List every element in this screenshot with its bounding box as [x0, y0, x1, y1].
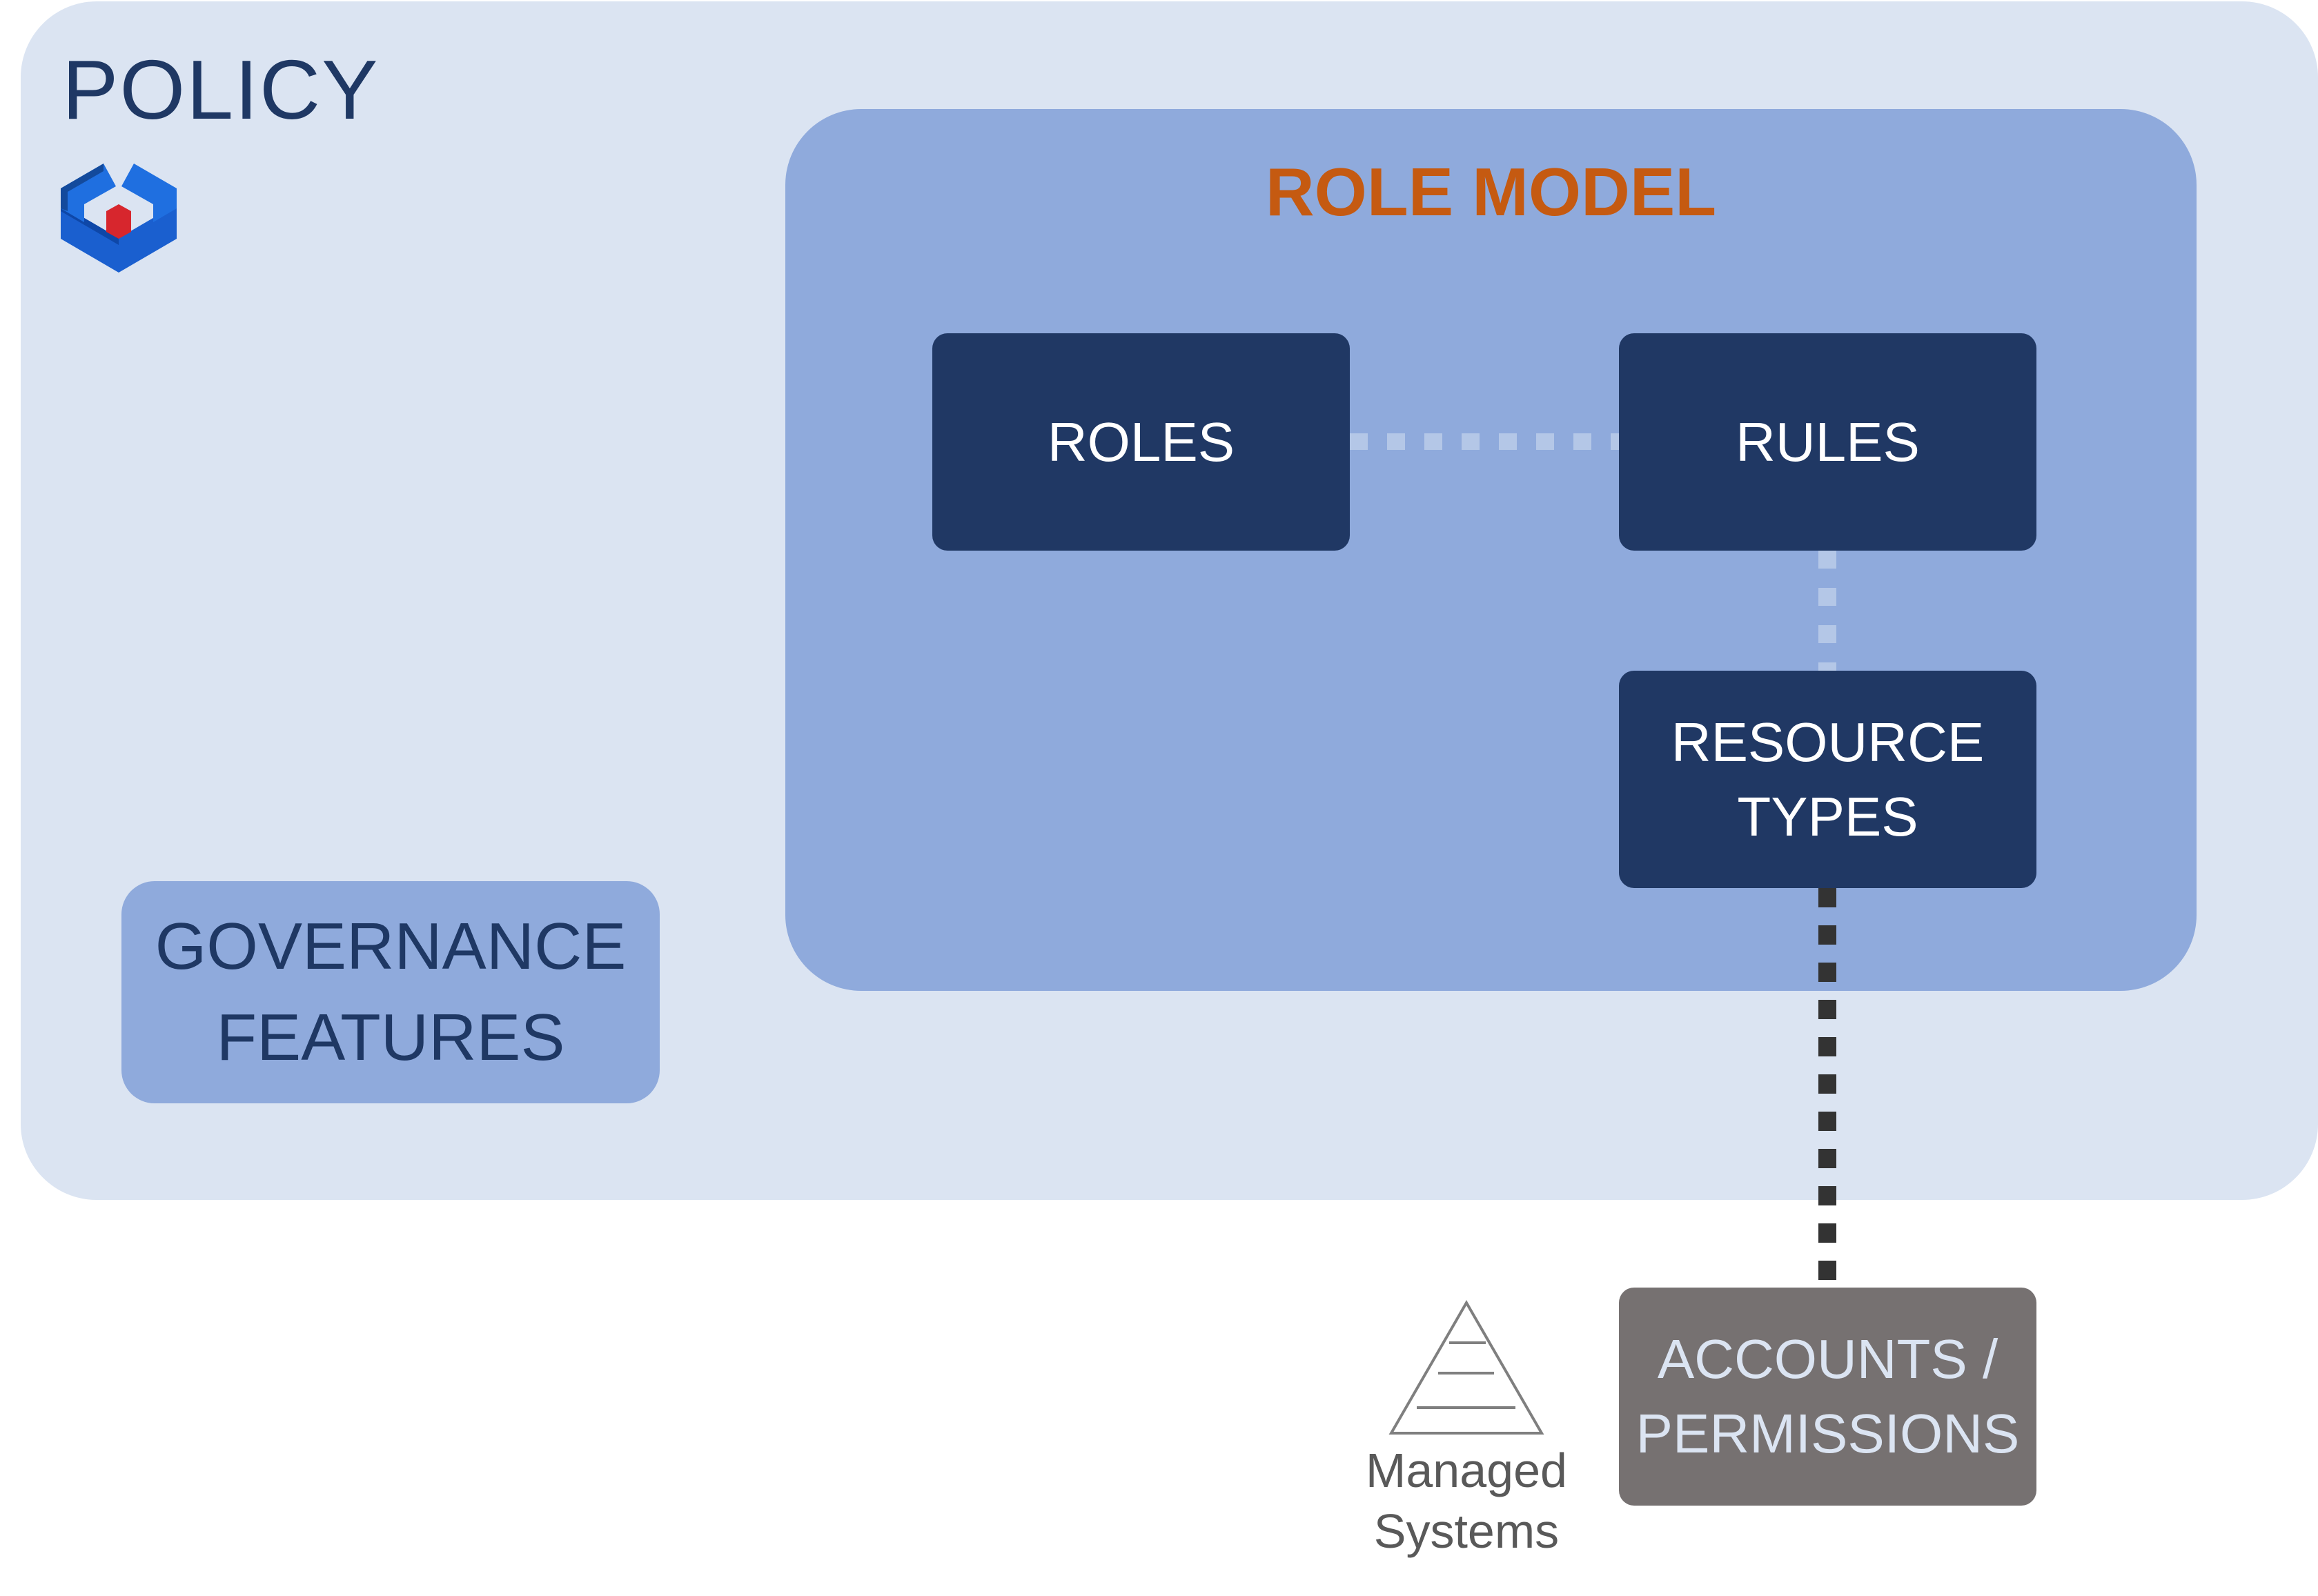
managed-systems-line2: Systems — [1373, 1504, 1560, 1558]
managed-systems-label: Managed Systems — [1332, 1441, 1601, 1561]
resource-types-box: RESOURCE TYPES — [1619, 671, 2036, 888]
rules-label: RULES — [1736, 411, 1920, 473]
policy-title: POLICY — [62, 43, 380, 137]
pyramid-icon — [1388, 1299, 1544, 1435]
governance-label-line2: FEATURES — [216, 1001, 565, 1074]
rules-box: RULES — [1619, 333, 2036, 551]
resource-types-label-line1: RESOURCE — [1671, 711, 1985, 773]
roles-box: ROLES — [932, 333, 1350, 551]
policy-logo-icon — [61, 164, 177, 273]
role-model-title: ROLE MODEL — [1265, 154, 1717, 230]
resource-types-label-line2: TYPES — [1737, 785, 1918, 847]
roles-label: ROLES — [1047, 411, 1235, 473]
governance-features-box: GOVERNANCE FEATURES — [121, 881, 660, 1103]
managed-systems-line1: Managed — [1366, 1444, 1567, 1497]
governance-label-line1: GOVERNANCE — [155, 909, 627, 983]
accounts-label-line1: ACCOUNTS / — [1657, 1328, 1998, 1390]
accounts-label-line2: PERMISSIONS — [1636, 1403, 2020, 1464]
accounts-permissions-box: ACCOUNTS / PERMISSIONS — [1619, 1288, 2036, 1506]
